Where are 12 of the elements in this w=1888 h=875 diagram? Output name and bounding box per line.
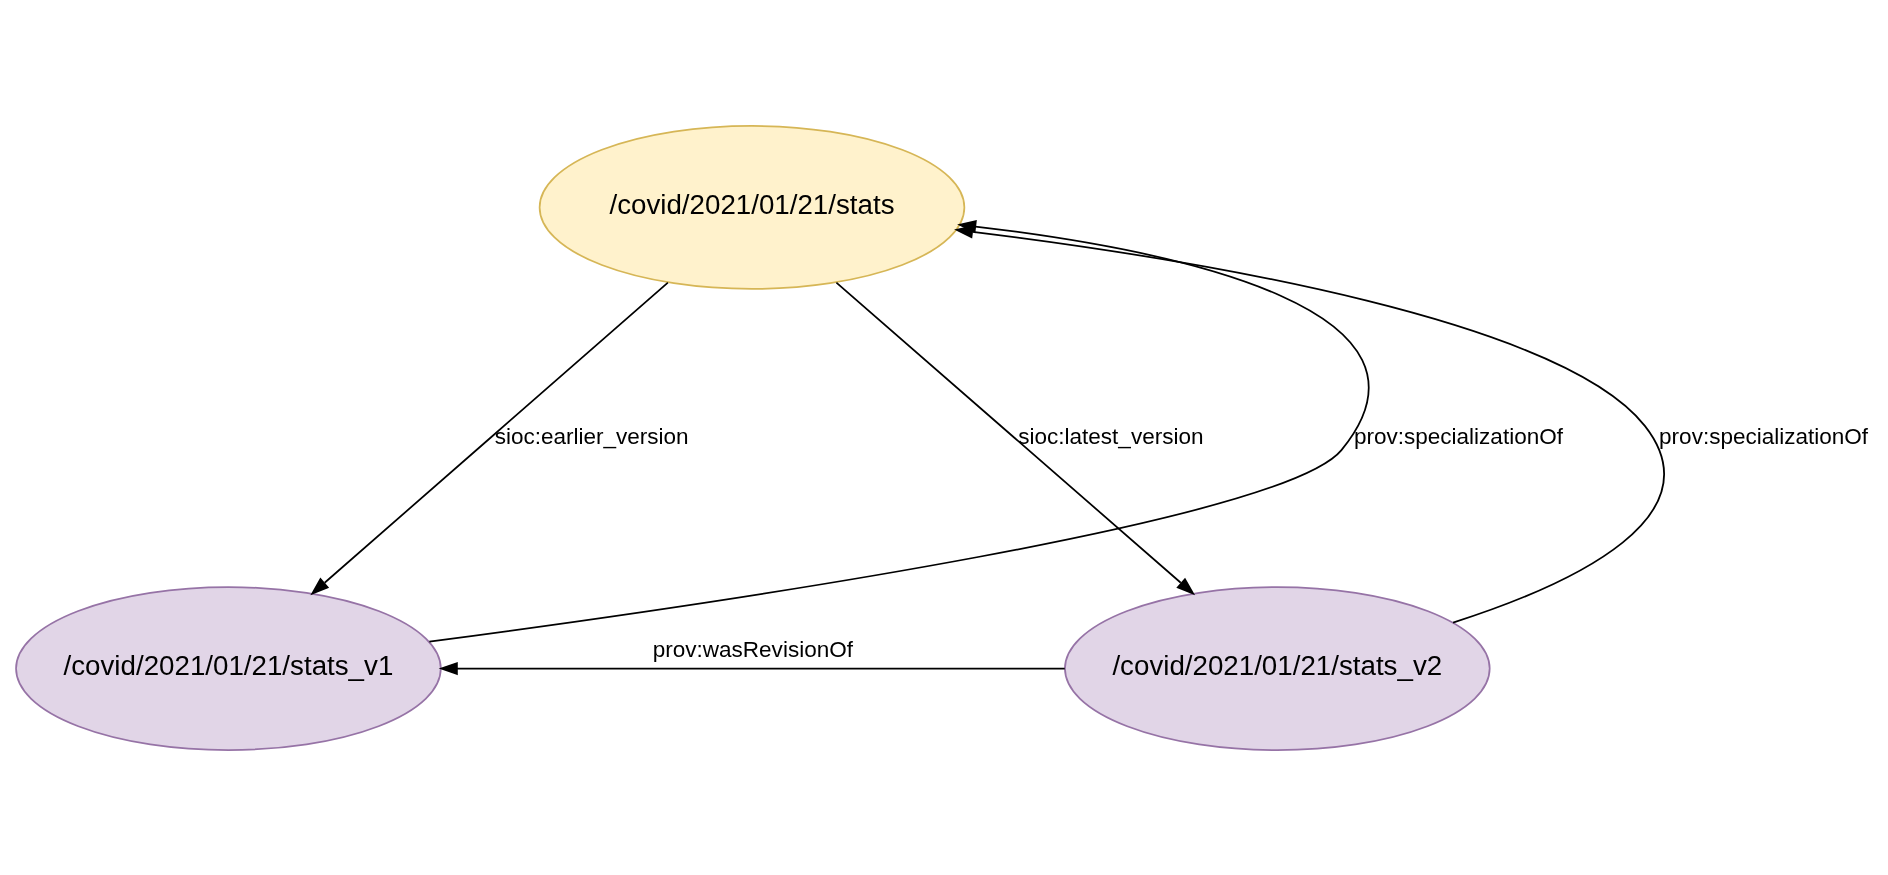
arrow: [954, 224, 1665, 623]
node-ellipse: /covid/2021/01/21/stats: [538, 124, 966, 290]
edge-label: sioc:earlier_version: [494, 423, 689, 449]
edge-label: prov:specializationOf: [1353, 423, 1563, 449]
edge-label: sioc:latest_version: [1018, 423, 1204, 449]
arrow: [835, 281, 1196, 595]
arrow: [438, 661, 1066, 675]
edge-label: prov:wasRevisionOf: [652, 636, 853, 662]
node-ellipse: /covid/2021/01/21/stats_v1: [15, 585, 442, 751]
arrow: [310, 281, 669, 595]
node-ellipse: /covid/2021/01/21/stats_v2: [1064, 585, 1491, 751]
edge-label: prov:specializationOf: [1659, 423, 1869, 449]
